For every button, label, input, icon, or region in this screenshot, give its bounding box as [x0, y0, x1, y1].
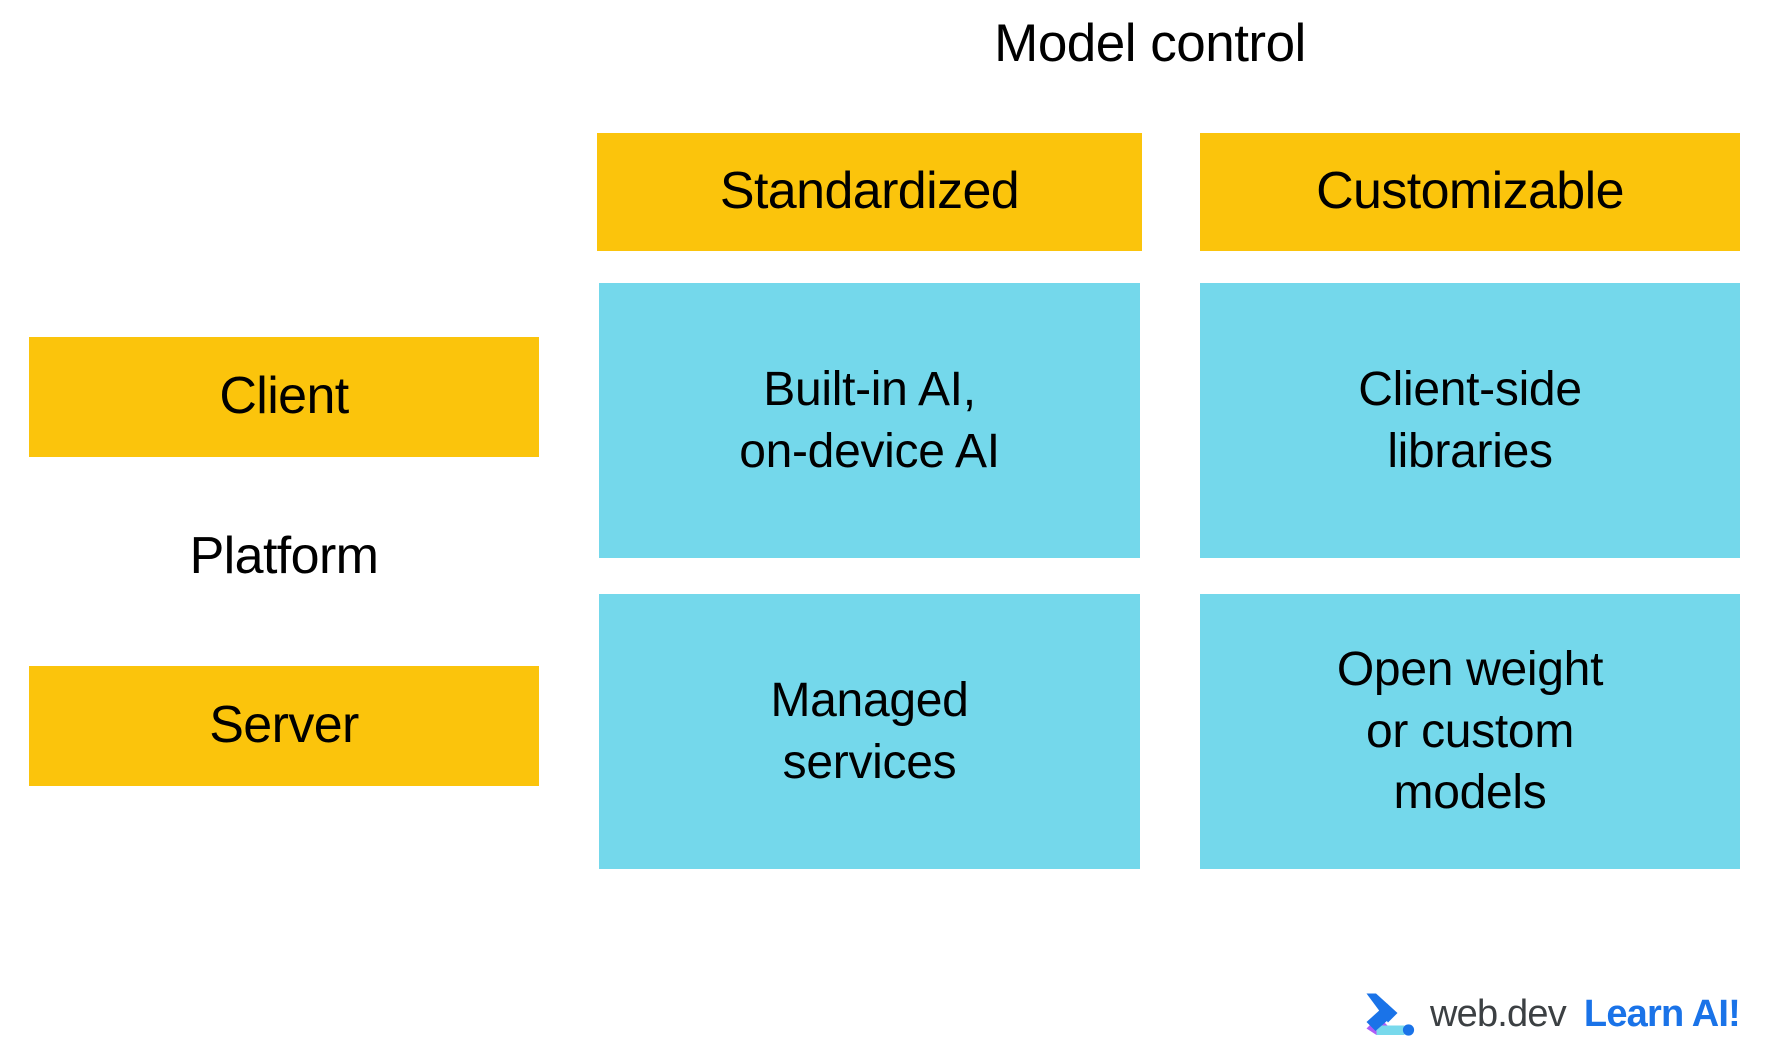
- branding: web.dev Learn AI!: [1364, 991, 1741, 1037]
- matrix-cell-line: models: [1393, 766, 1547, 820]
- matrix-cell-text: Managed services: [770, 670, 968, 793]
- row-header-label: Server: [209, 696, 359, 755]
- matrix-cell-line: libraries: [1387, 424, 1553, 478]
- matrix-cell-line: Client-side: [1358, 363, 1582, 417]
- matrix-y-axis-title: Platform: [189, 527, 379, 585]
- matrix-cell-line: services: [782, 735, 957, 789]
- matrix-cell-client-standardized: Built-in AI, on-device AI: [599, 283, 1140, 558]
- matrix-cell-text: Client-side libraries: [1358, 359, 1582, 482]
- column-header-label: Customizable: [1316, 162, 1624, 221]
- webdev-chevron-logo-icon: [1366, 993, 1415, 1036]
- matrix-cell-text: Built-in AI, on-device AI: [739, 359, 1000, 482]
- matrix-cell-line: on-device AI: [739, 424, 1000, 478]
- brand-tagline: Learn AI!: [1583, 993, 1741, 1035]
- matrix-cell-text: Open weight or custom models: [1336, 639, 1604, 823]
- matrix-cell-server-standardized: Managed services: [599, 594, 1140, 869]
- column-header-customizable: Customizable: [1200, 133, 1740, 251]
- matrix-cell-line: or custom: [1365, 704, 1575, 758]
- matrix-cell-client-customizable: Client-side libraries: [1200, 283, 1740, 558]
- row-header-server: Server: [29, 666, 539, 786]
- column-header-standardized: Standardized: [597, 133, 1142, 251]
- matrix-cell-line: Managed: [770, 674, 969, 728]
- row-header-client: Client: [29, 337, 539, 457]
- column-header-label: Standardized: [719, 162, 1020, 221]
- matrix-cell-server-customizable: Open weight or custom models: [1200, 594, 1740, 869]
- matrix-cell-line: Built-in AI,: [763, 363, 976, 417]
- matrix-x-axis-title: Model control: [994, 14, 1306, 73]
- matrix-cell-line: Open weight: [1336, 643, 1604, 697]
- row-header-label: Client: [219, 367, 349, 426]
- brand-wordmark: web.dev: [1429, 993, 1567, 1035]
